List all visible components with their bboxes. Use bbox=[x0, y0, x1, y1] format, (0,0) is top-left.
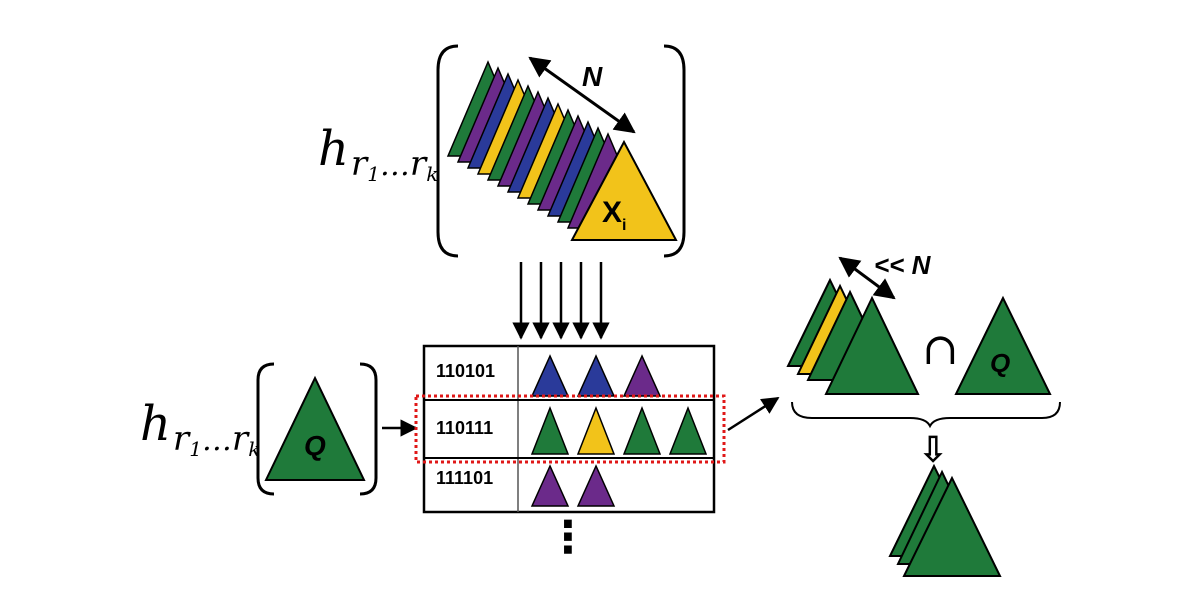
left-bracket-top bbox=[436, 44, 459, 258]
database-size-arrow bbox=[528, 56, 636, 134]
bucket-code-1: 110101 bbox=[436, 361, 495, 381]
query-label-compare: Q bbox=[990, 348, 1010, 378]
svg-text:hr1…rk: hr1…rk bbox=[140, 396, 260, 461]
bucket-item bbox=[576, 405, 616, 455]
left-bracket-query bbox=[256, 362, 275, 496]
bucket-items bbox=[530, 354, 708, 507]
hashing-arrows bbox=[512, 262, 610, 340]
hash-function-label-top: hr1…rk bbox=[318, 121, 438, 186]
bucket-item bbox=[668, 405, 708, 455]
matching-bucket-highlight bbox=[414, 394, 726, 464]
hash-table bbox=[422, 344, 716, 514]
bucket-item bbox=[622, 405, 662, 455]
query-label: Q bbox=[304, 430, 326, 461]
svg-text:hr1…rk: hr1…rk bbox=[318, 121, 438, 186]
bucket-item bbox=[530, 405, 570, 455]
query-triangle-compare bbox=[954, 295, 1052, 395]
hash-function-label-bottom: hr1…rk bbox=[140, 396, 260, 461]
candidate-size-label: << N bbox=[874, 250, 932, 280]
table-continuation: ⋮ bbox=[546, 513, 590, 562]
result-arrow: ⇩ bbox=[918, 429, 948, 470]
database-item-label: Xi bbox=[602, 196, 626, 234]
bucket-to-candidates-arrow bbox=[727, 396, 780, 432]
bucket-code-3: 111101 bbox=[436, 468, 493, 488]
result-stack bbox=[888, 463, 1002, 577]
bucket-code-2: 110111 bbox=[436, 418, 493, 438]
intersection-brace bbox=[791, 401, 1061, 429]
right-bracket-top bbox=[663, 44, 686, 258]
database-item-triangle bbox=[570, 139, 678, 241]
query-triangle bbox=[264, 375, 366, 481]
database-size-label: N bbox=[582, 61, 603, 92]
bucket-item bbox=[530, 464, 570, 507]
bucket-item bbox=[622, 354, 662, 397]
intersection-symbol: ∩ bbox=[922, 324, 959, 375]
candidate-size-arrow bbox=[838, 256, 896, 300]
bucket-item bbox=[576, 464, 616, 507]
candidate-stack bbox=[786, 277, 920, 395]
right-bracket-query bbox=[359, 362, 378, 496]
